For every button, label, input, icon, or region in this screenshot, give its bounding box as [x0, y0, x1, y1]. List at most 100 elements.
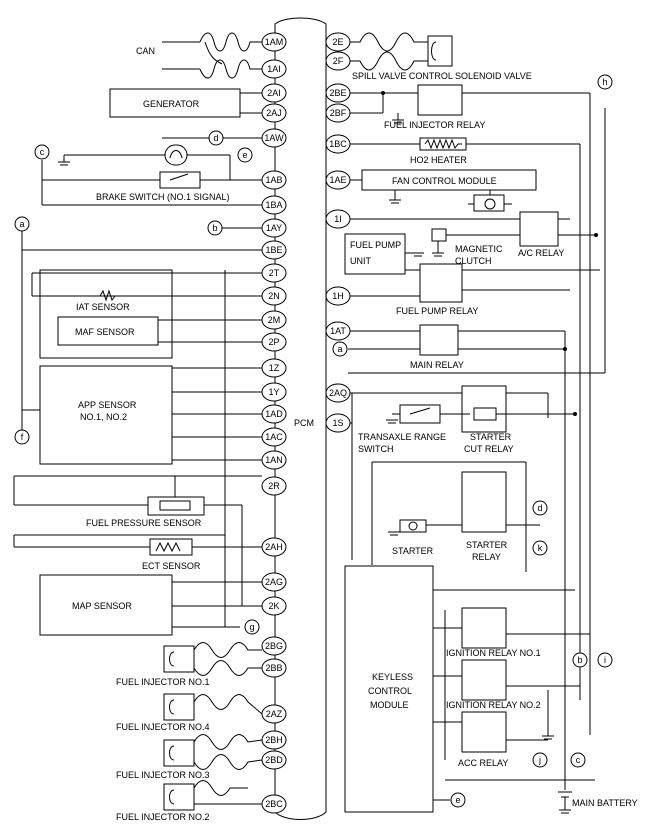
pin-right-1ae: 1AE — [325, 170, 351, 190]
fuel-injector-3-label: FUEL INJECTOR NO.3 — [116, 770, 210, 780]
pin-left-2aj: 2AJ — [261, 103, 287, 123]
transaxle-range-and-starter-cut: TRANSAXLE RANGE SWITCH STARTER CUT RELAY — [338, 385, 577, 560]
pin-right-1at: 1AT — [325, 321, 351, 341]
pcm-pins-left: 1AM1AI2AI2AJ1AW1AB1BA1AY1BE2T2N2M2P1Z1Y1… — [261, 32, 287, 814]
callouts: c d e a b f g h a d k b i j c e — [14, 74, 613, 808]
fuel-pump-unit-label-2: UNIT — [350, 256, 371, 266]
svg-text:h: h — [602, 77, 607, 87]
svg-text:a: a — [19, 219, 24, 229]
pin-left-2bc: 2BC — [261, 794, 287, 814]
map-sensor: MAP SENSOR — [39, 270, 262, 636]
iat-sensor-label: IAT SENSOR — [76, 302, 130, 312]
callout-f: f — [14, 429, 30, 445]
iat-maf-sensor: IAT SENSOR MAF SENSOR — [31, 269, 262, 359]
ect-sensor-label: ECT SENSOR — [142, 561, 201, 571]
fuel-injector-4-label: FUEL INJECTOR NO.4 — [116, 722, 210, 732]
keyless-label-2: CONTROL — [368, 686, 412, 696]
svg-text:2N: 2N — [268, 291, 280, 301]
callout-c2: c — [570, 752, 586, 768]
svg-text:1AN: 1AN — [265, 455, 283, 465]
can-label: CAN — [136, 46, 155, 56]
ho2-heater: HO2 HEATER — [338, 137, 581, 700]
svg-text:j: j — [538, 755, 541, 765]
svg-text:e: e — [242, 150, 247, 160]
pin-right-1h: 1H — [325, 286, 351, 306]
svg-text:1AC: 1AC — [265, 432, 283, 442]
ect-sensor: ECT SENSOR — [13, 534, 262, 571]
pin-left-1ac: 1AC — [261, 427, 287, 447]
svg-text:1H: 1H — [332, 291, 344, 301]
pin-left-2az: 2AZ — [261, 704, 287, 724]
pin-left-2ai: 2AI — [261, 83, 287, 103]
magnetic-clutch-label-2: CLUTCH — [455, 256, 492, 266]
svg-text:2R: 2R — [268, 481, 280, 491]
svg-text:g: g — [249, 622, 254, 632]
svg-text:e: e — [455, 795, 460, 805]
fuel-pump-relay: FUEL PUMP RELAY — [338, 263, 600, 316]
fan-control-module: FAN CONTROL MODULE — [338, 169, 537, 212]
pin-left-2bg: 2BG — [261, 636, 287, 656]
pin-left-1z: 1Z — [261, 358, 287, 378]
pin-left-1ab: 1AB — [261, 170, 287, 190]
svg-text:1AD: 1AD — [265, 409, 283, 419]
callout-b2: b — [572, 652, 588, 668]
svg-text:f: f — [21, 432, 24, 442]
pin-left-2k: 2K — [261, 596, 287, 616]
callout-c1: c — [34, 144, 50, 160]
svg-text:1AE: 1AE — [329, 175, 346, 185]
brake-switch: BRAKE SWITCH (NO.1 SIGNAL) — [41, 137, 262, 206]
app-sensor-label-1: APP SENSOR — [78, 400, 137, 410]
svg-text:2AZ: 2AZ — [266, 709, 283, 719]
svg-text:2P: 2P — [268, 337, 279, 347]
pin-right-1bc: 1BC — [325, 134, 351, 154]
main-relay-label: MAIN RELAY — [410, 360, 464, 370]
pin-right-2f: 2F — [325, 51, 351, 71]
fuel-pressure-sensor-label: FUEL PRESSURE SENSOR — [86, 518, 202, 528]
svg-text:c: c — [576, 755, 581, 765]
callout-a1: a — [14, 216, 30, 232]
ignition-relay-1-label: IGNITION RELAY NO.1 — [446, 648, 541, 658]
pin-left-2bh: 2BH — [261, 730, 287, 750]
callout-k: k — [532, 540, 548, 556]
svg-text:1AT: 1AT — [330, 326, 346, 336]
callout-e2: e — [450, 792, 466, 808]
svg-text:d: d — [537, 503, 542, 513]
svg-text:2AH: 2AH — [265, 542, 283, 552]
callout-e1: e — [237, 147, 253, 163]
fan-control-module-label: FAN CONTROL MODULE — [392, 176, 497, 186]
pin-left-1aw: 1AW — [261, 128, 287, 148]
svg-text:2BD: 2BD — [265, 755, 283, 765]
fuel-injectors: FUEL INJECTOR NO.1 FUEL INJECTOR NO.4 FU… — [116, 642, 263, 822]
svg-text:1Y: 1Y — [268, 387, 279, 397]
pin-left-1ba: 1BA — [261, 195, 287, 215]
pin-right-2be: 2BE — [325, 83, 351, 103]
spill-valve-label: SPILL VALVE CONTROL SOLENOID VALVE — [352, 71, 532, 81]
pin-left-2p: 2P — [261, 332, 287, 352]
pin-left-2r: 2R — [261, 476, 287, 496]
pin-left-1y: 1Y — [261, 382, 287, 402]
maf-sensor-label: MAF SENSOR — [75, 327, 135, 337]
svg-text:1AW: 1AW — [264, 133, 284, 143]
pin-left-2m: 2M — [261, 310, 287, 330]
callout-h: h — [597, 74, 613, 90]
svg-text:2BB: 2BB — [265, 663, 282, 673]
svg-text:1BE: 1BE — [265, 245, 282, 255]
pin-left-1ad: 1AD — [261, 404, 287, 424]
callout-d1: d — [208, 130, 224, 146]
fuel-pump-and-ac: FUEL PUMP UNIT MAGNETIC CLUTCH A/C RELAY — [338, 211, 598, 275]
pin-right-2e: 2E — [325, 32, 351, 52]
spill-valve-control-solenoid-valve: SPILL VALVE CONTROL SOLENOID VALVE — [338, 32, 532, 81]
fuel-pump-unit-label-1: FUEL PUMP — [350, 240, 401, 250]
generator: GENERATOR — [109, 88, 262, 118]
svg-text:1BC: 1BC — [329, 139, 347, 149]
fuel-injector-relay: FUEL INJECTOR RELAY — [338, 84, 591, 735]
pin-right-2aq: 2AQ — [325, 383, 351, 403]
callout-d2: d — [532, 500, 548, 516]
svg-text:2AJ: 2AJ — [266, 108, 282, 118]
main-battery-label: MAIN BATTERY — [572, 798, 638, 808]
fuel-pressure-sensor: FUEL PRESSURE SENSOR — [13, 475, 262, 606]
pin-left-2bb: 2BB — [261, 658, 287, 678]
app-sensor: APP SENSOR NO.1, NO.2 — [22, 365, 262, 465]
fuel-injector-2-label: FUEL INJECTOR NO.2 — [116, 812, 210, 822]
svg-text:c: c — [40, 147, 45, 157]
